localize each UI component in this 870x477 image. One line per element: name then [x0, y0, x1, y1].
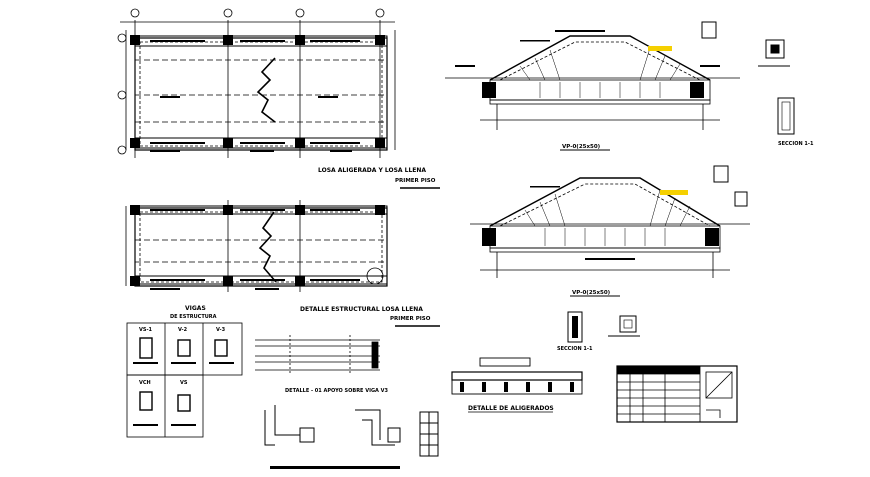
aligerados-detail — [451, 357, 583, 395]
column-details-bottom — [567, 165, 748, 343]
grid-bubbles-top — [117, 8, 385, 155]
stair-top-label: VP-0(25x50) — [562, 144, 601, 150]
column-details-top — [701, 21, 795, 135]
stair-bottom-label: VP-0(25x50) — [572, 290, 611, 296]
beam-vch-label: VCH — [139, 380, 151, 386]
plan-top-subtitle: PRIMER PISO — [395, 178, 436, 184]
beam-v1-label: VS-1 — [139, 327, 153, 333]
floor-plan-bottom — [125, 200, 388, 292]
section-top-label: SECCION 1-1 — [778, 141, 814, 147]
schedule-table — [616, 365, 738, 423]
detail-support-label: DETALLE - 01 APOYO SOBRE VIGA V3 — [285, 388, 389, 394]
beam-v3-label: V-3 — [216, 327, 226, 333]
plan-top-title: LOSA ALIGERADA Y LOSA LLENA — [318, 167, 426, 174]
joint-details — [264, 405, 439, 457]
beam-v2-label: V-2 — [178, 327, 188, 333]
beams-title: VIGAS — [185, 305, 206, 312]
stair-elevation-top — [445, 30, 740, 130]
support-detail — [255, 335, 380, 375]
detail-aligerados-label: DETALLE DE ALIGERADOS — [468, 405, 554, 412]
highlight-note-top — [648, 46, 672, 51]
beams-subtitle: DE ESTRUCTURA — [170, 314, 217, 320]
beam-sections-table — [126, 322, 243, 438]
plan-bottom-title: DETALLE ESTRUCTURAL LOSA LLENA — [300, 306, 423, 313]
floor-plan-top — [117, 8, 396, 158]
highlight-note-bottom — [660, 190, 688, 195]
section-bottom-label: SECCION 1-1 — [557, 346, 593, 352]
footer-bar — [270, 466, 400, 469]
beam-vs-label: VS — [180, 380, 188, 386]
plan-bottom-subtitle: PRIMER PISO — [390, 316, 431, 322]
schedule-header — [617, 366, 700, 374]
stair-elevation-bottom — [470, 177, 750, 278]
